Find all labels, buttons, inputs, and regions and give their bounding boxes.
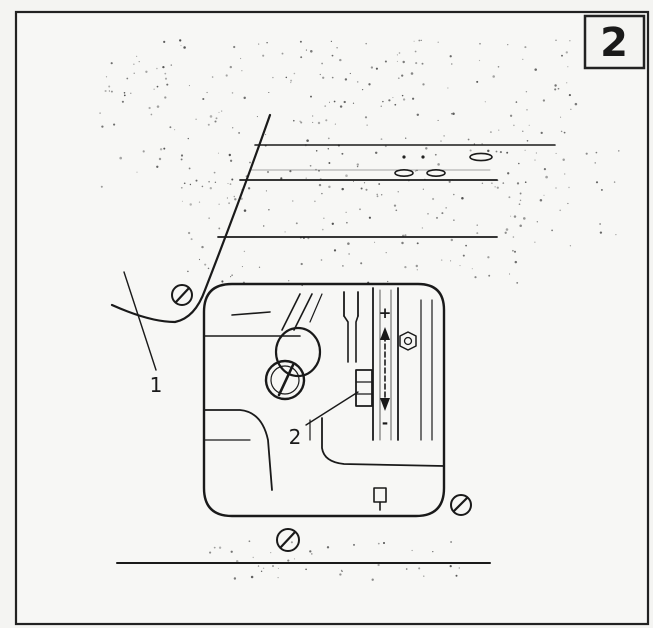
inspection-window xyxy=(202,282,446,518)
callout-1-label: 1 xyxy=(150,373,163,397)
callout-2-label: 2 xyxy=(289,425,302,449)
outer-frame xyxy=(14,10,650,626)
figure-number: 2 xyxy=(600,20,628,66)
machine-body-lines xyxy=(217,144,556,238)
cover-screw-top-left xyxy=(171,284,193,306)
internal-mechanism xyxy=(203,287,445,511)
minus-symbol: - xyxy=(382,414,388,432)
figure-number-badge: 2 xyxy=(583,14,646,70)
cover-screw-bottom xyxy=(276,528,300,552)
oval-holes xyxy=(394,152,493,178)
callout-2-leader xyxy=(305,391,359,426)
callout-1-leader xyxy=(123,271,157,371)
thread-arm xyxy=(110,113,272,324)
adjustment-direction-arrow: + - xyxy=(379,304,392,432)
cover-screw-bottom-right xyxy=(450,494,472,516)
plus-symbol: + xyxy=(379,304,392,322)
